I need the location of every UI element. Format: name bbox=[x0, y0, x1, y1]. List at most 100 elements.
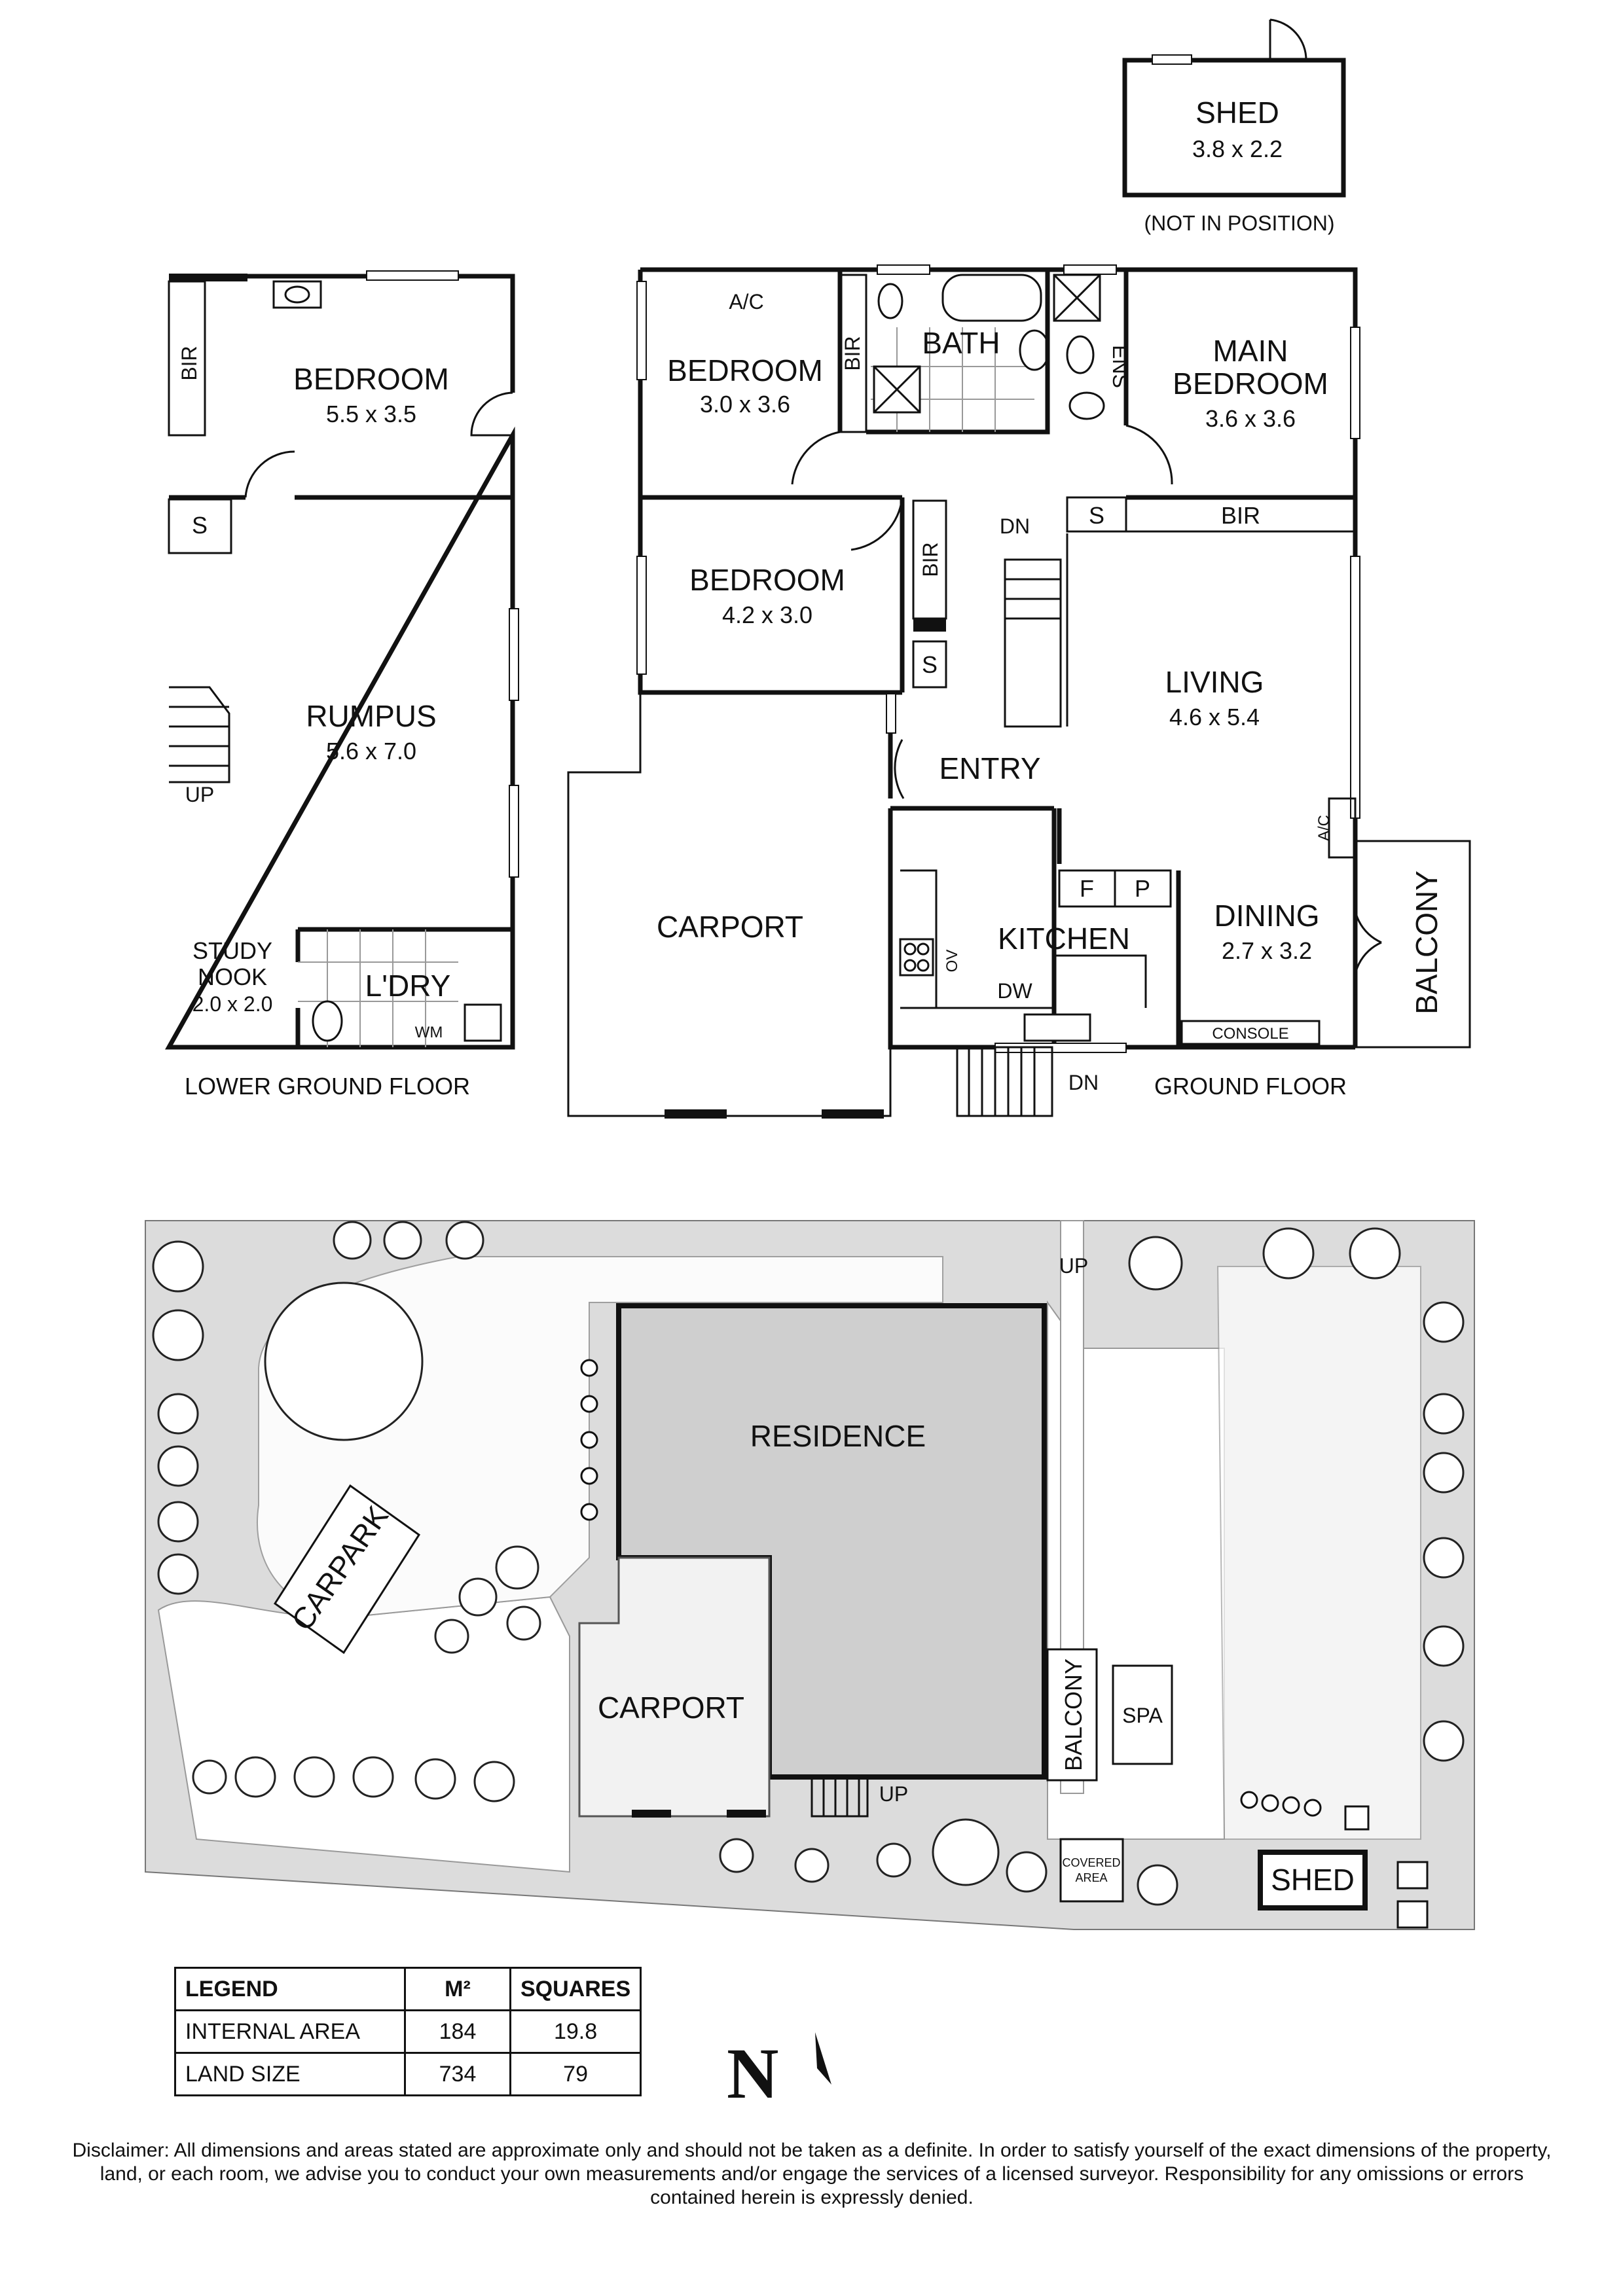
main-bedroom-label-2: BEDROOM bbox=[1173, 367, 1328, 401]
tree-icon bbox=[152, 1240, 204, 1293]
carport-label: CARPORT bbox=[657, 910, 803, 944]
study-nook-label-1: STUDY bbox=[192, 937, 272, 964]
tree-icon bbox=[1423, 1625, 1465, 1667]
console-label: CONSOLE bbox=[1212, 1025, 1288, 1043]
study-nook-dimensions: 2.0 x 2.0 bbox=[192, 992, 273, 1016]
tree-icon bbox=[495, 1545, 539, 1590]
lg-s-label: S bbox=[192, 512, 208, 539]
tree-icon bbox=[445, 1221, 484, 1260]
legend-header-label: LEGEND bbox=[174, 1967, 406, 2011]
legend-header-m2: M² bbox=[404, 1967, 511, 2011]
ac-living-label: A/C bbox=[1315, 815, 1333, 841]
site-up-top-label: UP bbox=[1059, 1254, 1088, 1278]
tree-icon bbox=[192, 1759, 227, 1795]
tree-icon bbox=[1262, 1227, 1315, 1280]
tree-icon bbox=[157, 1445, 199, 1487]
site-balcony-label: BALCONY bbox=[1060, 1659, 1087, 1771]
gf-bedroom-2-label: BEDROOM bbox=[689, 563, 845, 597]
tree-icon bbox=[434, 1619, 469, 1654]
tree-icon bbox=[1128, 1236, 1183, 1291]
lower-ground-floor-plan: BIR BEDROOM 5.5 x 3.5 S UP RUMPUS 5.6 x … bbox=[165, 270, 519, 1100]
tree-icon bbox=[1423, 1301, 1465, 1343]
north-arrow-icon bbox=[815, 2032, 831, 2085]
gf-bir-main-label: BIR bbox=[1221, 502, 1260, 529]
dn-front-label: DN bbox=[1068, 1071, 1099, 1094]
dn-stair-label: DN bbox=[1000, 514, 1030, 538]
spa-label: SPA bbox=[1122, 1704, 1163, 1727]
legend-table: LEGEND M² SQUARES INTERNAL AREA 184 19.8… bbox=[174, 1967, 642, 2096]
land-size-label: LAND SIZE bbox=[174, 2052, 406, 2096]
lg-up-label: UP bbox=[185, 783, 214, 806]
tree-icon bbox=[1137, 1864, 1178, 1906]
tree-icon bbox=[506, 1605, 541, 1641]
tree-icon bbox=[1423, 1452, 1465, 1494]
gf-bir-2-label: BIR bbox=[919, 542, 942, 577]
lg-bir-label: BIR bbox=[177, 346, 201, 380]
tree-icon bbox=[1423, 1537, 1465, 1579]
gf-balcony-label: BALCONY bbox=[1410, 870, 1444, 1014]
living-label: LIVING bbox=[1165, 665, 1264, 699]
rumpus-label: RUMPUS bbox=[306, 699, 436, 733]
living-dimensions: 4.6 x 5.4 bbox=[1169, 704, 1260, 730]
ac-top-label: A/C bbox=[729, 290, 763, 314]
p-label: P bbox=[1135, 875, 1150, 902]
rumpus-dimensions: 5.6 x 7.0 bbox=[326, 738, 416, 764]
dining-label: DINING bbox=[1214, 899, 1320, 933]
land-size-m2: 734 bbox=[404, 2052, 511, 2096]
tree-icon bbox=[1423, 1393, 1465, 1435]
lg-bedroom-label: BEDROOM bbox=[293, 362, 449, 396]
tree-icon bbox=[1006, 1851, 1048, 1893]
site-carport-label: CARPORT bbox=[598, 1691, 744, 1725]
large-tree-icon bbox=[264, 1282, 424, 1441]
shed-note: (NOT IN POSITION) bbox=[1144, 211, 1335, 235]
covered-area-label-2: AREA bbox=[1075, 1871, 1107, 1884]
tree-icon bbox=[719, 1838, 754, 1873]
tree-icon bbox=[152, 1309, 204, 1361]
f-label: F bbox=[1080, 875, 1094, 902]
tree-icon bbox=[876, 1842, 911, 1878]
wm-label: WM bbox=[415, 1024, 443, 1041]
internal-area-squares: 19.8 bbox=[509, 2009, 642, 2054]
tree-icon bbox=[414, 1758, 456, 1800]
ground-floor-label: GROUND FLOOR bbox=[1154, 1073, 1347, 1100]
tree-icon bbox=[458, 1577, 498, 1617]
tree-icon bbox=[794, 1848, 830, 1883]
tree-icon bbox=[157, 1553, 199, 1595]
gf-bedroom-1-dimensions: 3.0 x 3.6 bbox=[700, 391, 790, 418]
tree-icon bbox=[333, 1221, 372, 1260]
land-size-squares: 79 bbox=[509, 2052, 642, 2096]
ov-label: OV bbox=[943, 950, 961, 973]
study-nook-label-2: NOOK bbox=[198, 963, 267, 990]
tree-icon bbox=[473, 1761, 515, 1803]
site-plan: CARPARK RESIDENCE CARPORT UP UP BALCONY … bbox=[145, 1220, 1475, 1930]
entry-label: ENTRY bbox=[939, 751, 1040, 785]
legend-header-squares: SQUARES bbox=[509, 1967, 642, 2011]
tree-icon bbox=[352, 1756, 394, 1798]
residence-label: RESIDENCE bbox=[750, 1419, 926, 1453]
main-bedroom-label-1: MAIN bbox=[1213, 334, 1288, 368]
ens-label: ENS bbox=[1108, 345, 1132, 388]
laundry-label: L'DRY bbox=[365, 969, 451, 1003]
table-row: INTERNAL AREA 184 19.8 bbox=[174, 2009, 642, 2054]
site-shed-label: SHED bbox=[1271, 1863, 1355, 1897]
gf-bedroom-1-label: BEDROOM bbox=[667, 353, 823, 387]
gf-bir-1-label: BIR bbox=[841, 336, 864, 370]
kitchen-label: KITCHEN bbox=[998, 922, 1130, 956]
tree-icon bbox=[157, 1393, 199, 1435]
tree-icon bbox=[1349, 1227, 1401, 1280]
gf-s-2-label: S bbox=[922, 651, 938, 678]
tree-icon bbox=[293, 1756, 335, 1798]
ground-floor-plan: BIR A/C BEDROOM 3.0 x 3.6 BATH ENS MAIN … bbox=[567, 264, 1471, 1119]
main-bedroom-dimensions: 3.6 x 3.6 bbox=[1205, 405, 1296, 432]
tree-icon bbox=[157, 1501, 199, 1543]
dw-label: DW bbox=[997, 979, 1032, 1003]
gf-s-1-label: S bbox=[1089, 502, 1104, 529]
covered-area-label-1: COVERED bbox=[1062, 1856, 1120, 1869]
lg-bedroom-dimensions: 5.5 x 3.5 bbox=[326, 401, 416, 427]
disclaimer-text: Disclaimer: All dimensions and areas sta… bbox=[72, 2140, 1552, 2208]
shed-label: SHED bbox=[1195, 96, 1279, 130]
dining-dimensions: 2.7 x 3.2 bbox=[1222, 937, 1312, 964]
bath-label: BATH bbox=[922, 326, 1000, 360]
shed-plan: SHED 3.8 x 2.2 (NOT IN POSITION) bbox=[1122, 18, 1346, 235]
